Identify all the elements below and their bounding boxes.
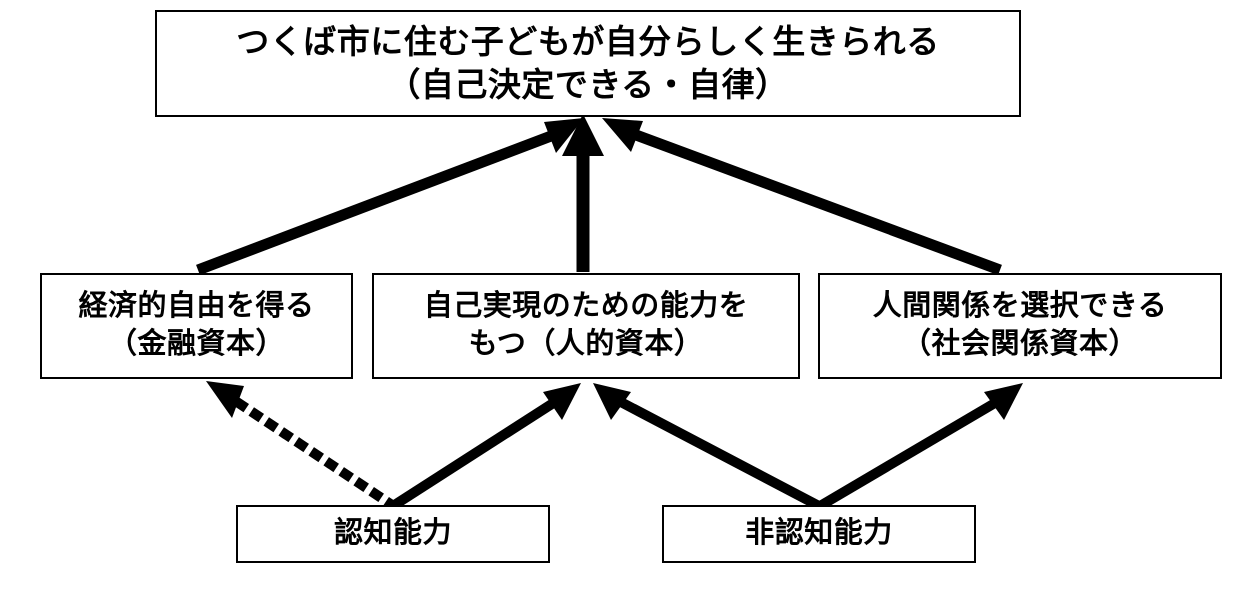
node-social-capital[interactable]: 人間関係を選択できる （社会関係資本） [818, 273, 1222, 379]
node-human-capital-label: 自己実現のための能力を もつ（人的資本） [423, 290, 749, 360]
node-noncognitive-ability-label: 非認知能力 [745, 517, 893, 550]
edge-social-to-goal [602, 118, 1002, 276]
node-social-capital-label: 人間関係を選択できる （社会関係資本） [872, 290, 1168, 360]
node-cognitive-ability[interactable]: 認知能力 [236, 505, 550, 563]
edge-noncognitive-to-human [593, 383, 822, 511]
edge-human-to-goal [562, 114, 604, 272]
node-cognitive-ability-label: 認知能力 [333, 517, 452, 550]
node-financial-capital[interactable]: 経済的自由を得る （金融資本） [40, 273, 353, 379]
node-noncognitive-ability[interactable]: 非認知能力 [662, 505, 976, 563]
edge-financial-to-goal [196, 118, 584, 276]
edge-cognitive-to-financial [206, 381, 399, 512]
edge-cognitive-to-human [390, 383, 581, 511]
node-human-capital[interactable]: 自己実現のための能力を もつ（人的資本） [372, 273, 800, 379]
node-goal[interactable]: つくば市に住む子どもが自分らしく生きられる （自己決定できる・自律） [155, 10, 1021, 117]
node-goal-label: つくば市に住む子どもが自分らしく生きられる （自己決定できる・自律） [236, 22, 940, 103]
edge-noncognitive-to-social [817, 383, 1023, 511]
node-financial-capital-label: 経済的自由を得る （金融資本） [78, 290, 315, 360]
